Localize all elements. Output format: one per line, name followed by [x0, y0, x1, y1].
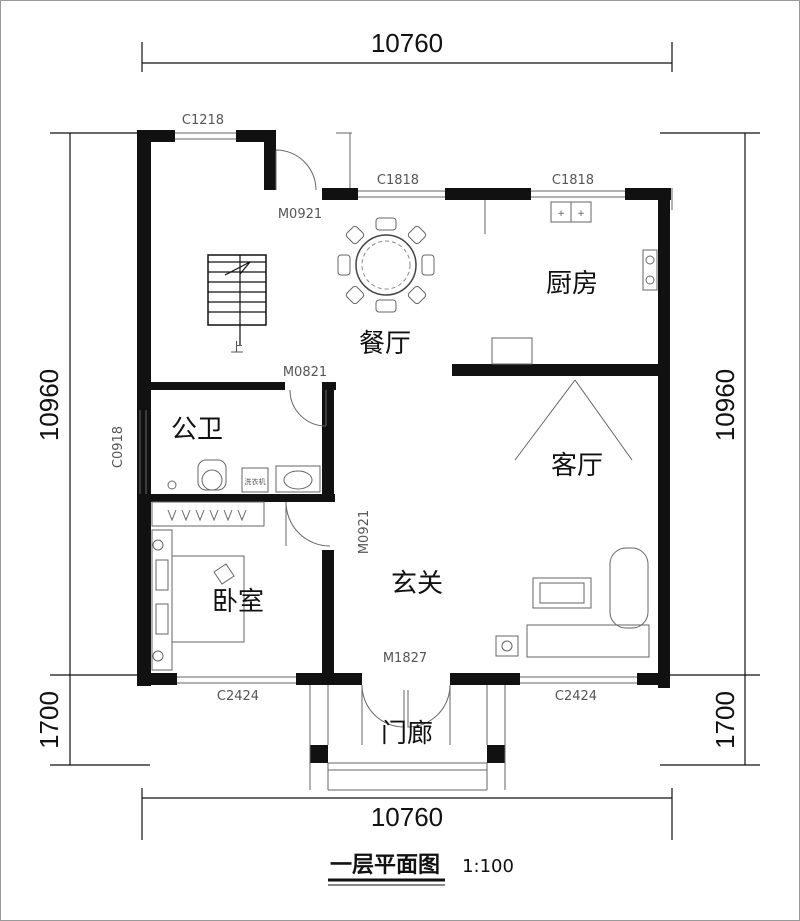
room-bathroom: 公卫 [171, 415, 223, 445]
tag-c0918: C0918 [111, 426, 126, 468]
tag-c2424-left: C2424 [217, 689, 259, 704]
drawing-title: 一层平面图 [330, 853, 440, 878]
room-dining: 餐厅 [359, 329, 411, 359]
dim-left-height: 10960 [34, 369, 64, 441]
drawing-scale: 1:100 [462, 856, 514, 877]
dim-top-width: 10760 [371, 28, 443, 58]
living-fixtures [495, 379, 650, 658]
tag-c1818-a: C1818 [377, 173, 419, 188]
washer-label: 洗衣机 [245, 477, 266, 486]
tag-m1827: M1827 [383, 651, 427, 666]
room-bedroom: 卧室 [212, 587, 264, 617]
stair-up-label: 上 [230, 341, 243, 356]
porch-outline [309, 685, 506, 791]
staircase: 上 [207, 254, 267, 356]
room-kitchen: 厨房 [546, 269, 598, 299]
windows [139, 132, 673, 684]
svg-text:+: + [577, 209, 585, 219]
walls [137, 130, 671, 763]
svg-text:+: + [557, 209, 565, 219]
dim-left-porch: 1700 [34, 691, 64, 749]
doors [275, 132, 486, 728]
tag-m0821: M0821 [283, 365, 327, 380]
room-foyer: 玄关 [391, 569, 443, 599]
tag-m0921-mid: M0921 [357, 510, 372, 554]
bedroom-fixtures [151, 501, 265, 671]
tag-c1818-b: C1818 [552, 173, 594, 188]
tag-c1218: C1218 [182, 113, 224, 128]
dim-right-height: 10960 [710, 369, 740, 441]
dim-right-porch: 1700 [710, 691, 740, 749]
dimension-lines [50, 42, 760, 840]
dim-bottom-width: 10760 [371, 802, 443, 832]
kitchen-fixtures: + + [491, 201, 658, 365]
room-living: 客厅 [551, 451, 603, 481]
bathroom-fixtures: 洗衣机 [167, 459, 321, 493]
tag-c2424-right: C2424 [555, 689, 597, 704]
dining-table-icon [337, 217, 435, 313]
tag-m0921-top: M0921 [278, 207, 322, 222]
room-porch: 门廊 [381, 719, 433, 749]
